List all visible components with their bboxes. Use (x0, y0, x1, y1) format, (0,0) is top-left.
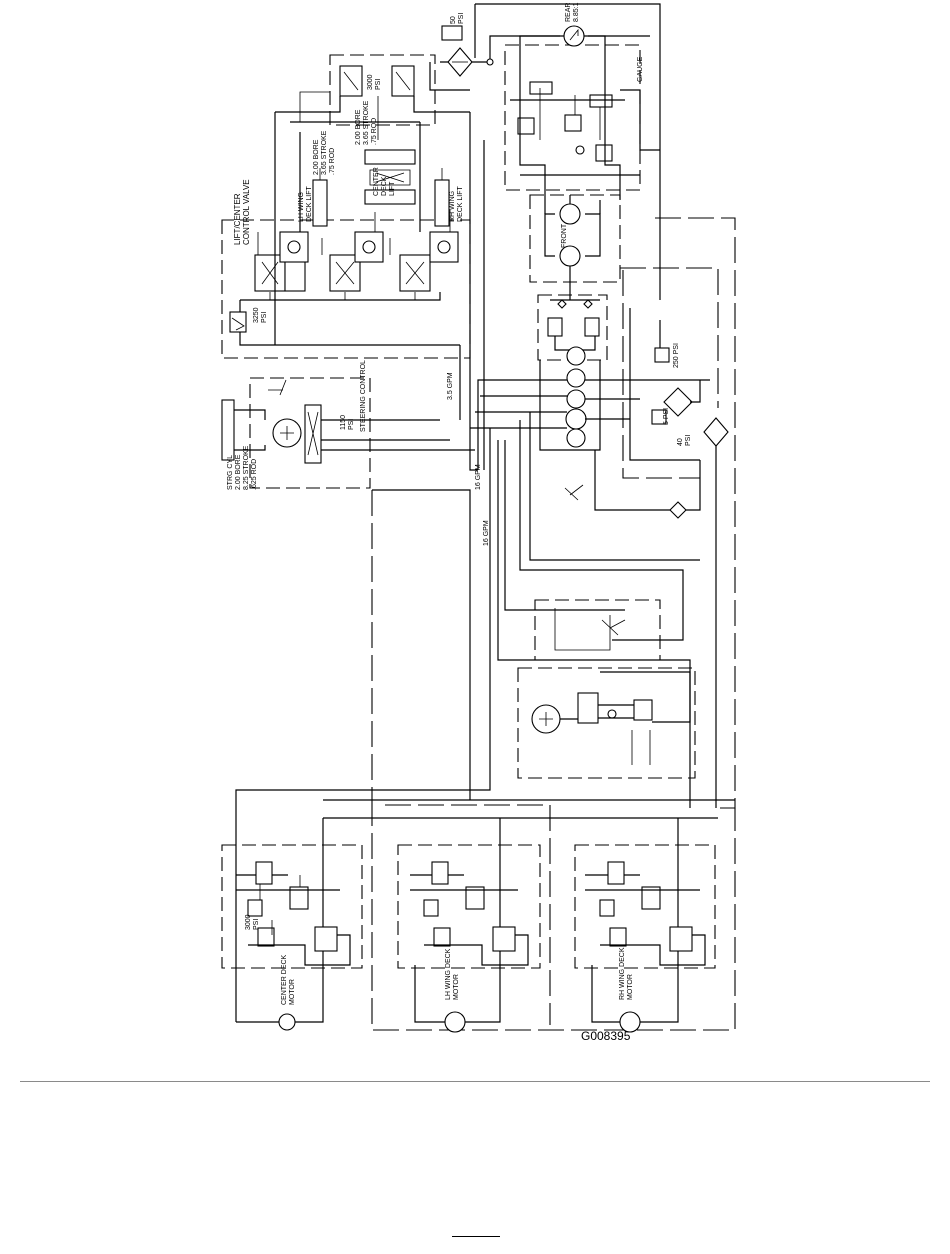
rh-wing-label: RH WING DECK LIFT (449, 185, 464, 222)
steering-circuit: STRG CYL 2.00 BORE 8.25 STROKE .625 ROD … (221, 360, 475, 490)
front-motor-label: FRONT (561, 223, 568, 248)
psi-1150-label: 1150 PSI (340, 413, 355, 430)
gpm-16a-label: 16 GPM (475, 464, 482, 490)
psi-250-label: 250 PSI (673, 343, 680, 368)
supply-trunks: 16 GPM 16 GPM (235, 140, 701, 1022)
top-filter: 50 PSI (429, 3, 661, 300)
center-deck-circuit: CENTER DECK MOTOR 3000 PSI (221, 818, 363, 1031)
lift-relief-cluster: 3000 PSI (274, 54, 471, 345)
lh-wing-deck-circuit: LH WING DECK MOTOR (397, 818, 541, 1033)
gauge-label: GAUGE (637, 56, 644, 82)
lh-wing-label: LH WING DECK LIFT (298, 185, 313, 222)
page-footer-line (452, 1236, 500, 1237)
psi-5-label: 5 PSI (663, 408, 670, 425)
lift-valve-label: LIFT/CENTER CONTROL VALVE (233, 179, 251, 245)
center-lift-label: CENTER DECK LIFT (373, 165, 396, 196)
psi-50-label: 50 PSI (450, 13, 465, 24)
psi-40-label: 40 PSI (677, 435, 692, 446)
lift-control-valve: 3250 PSI LIFT/CENTER CONTROL VALVE (221, 179, 471, 359)
figure-id: G008395 (581, 1029, 631, 1043)
aux-block (517, 599, 696, 779)
deck-motor-circuits: CENTER DECK MOTOR 3000 PSI LH WING DECK … (221, 799, 736, 1033)
cyl-spec-b-label: 2.00 BORE 3.65 STROKE .75 ROD (355, 99, 378, 145)
deck-lift-cylinders: LH WING DECK LIFT RH WING DECK LIFT 2.00… (298, 99, 464, 227)
rear-motor-label: REAR 8.85:1 (565, 1, 580, 22)
traction-circuit: REAR 8.85:1 GAUGE FRONT (504, 1, 660, 300)
rh-motor-label: RH WING DECK MOTOR (619, 946, 634, 1000)
steering-label: STEERING CONTROL (360, 360, 367, 432)
pump-stack: 250 PSI 5 PSI 40 PSI (470, 294, 729, 808)
lh-motor-label: LH WING DECK MOTOR (445, 947, 460, 1000)
strg-cyl-label: STRG CYL 2.00 BORE 8.25 STROKE .625 ROD (227, 444, 258, 490)
center-motor-label: CENTER DECK MOTOR (281, 953, 296, 1005)
psi-3000a-label: 3000 PSI (367, 72, 382, 90)
psi-3000b-label: 3000 PSI (245, 912, 260, 930)
rh-wing-deck-circuit: RH WING DECK MOTOR (574, 818, 716, 1033)
page-rule (20, 1081, 930, 1082)
case-drain-loop (620, 217, 736, 809)
cyl-spec-a-label: 2.00 BORE 3.65 STROKE .75 ROD (313, 129, 336, 175)
gpm-16b-label: 16 GPM (483, 520, 490, 546)
psi-3250-label: 3250 PSI (253, 305, 268, 323)
gpm-35-label: 3.5 GPM (447, 372, 454, 400)
